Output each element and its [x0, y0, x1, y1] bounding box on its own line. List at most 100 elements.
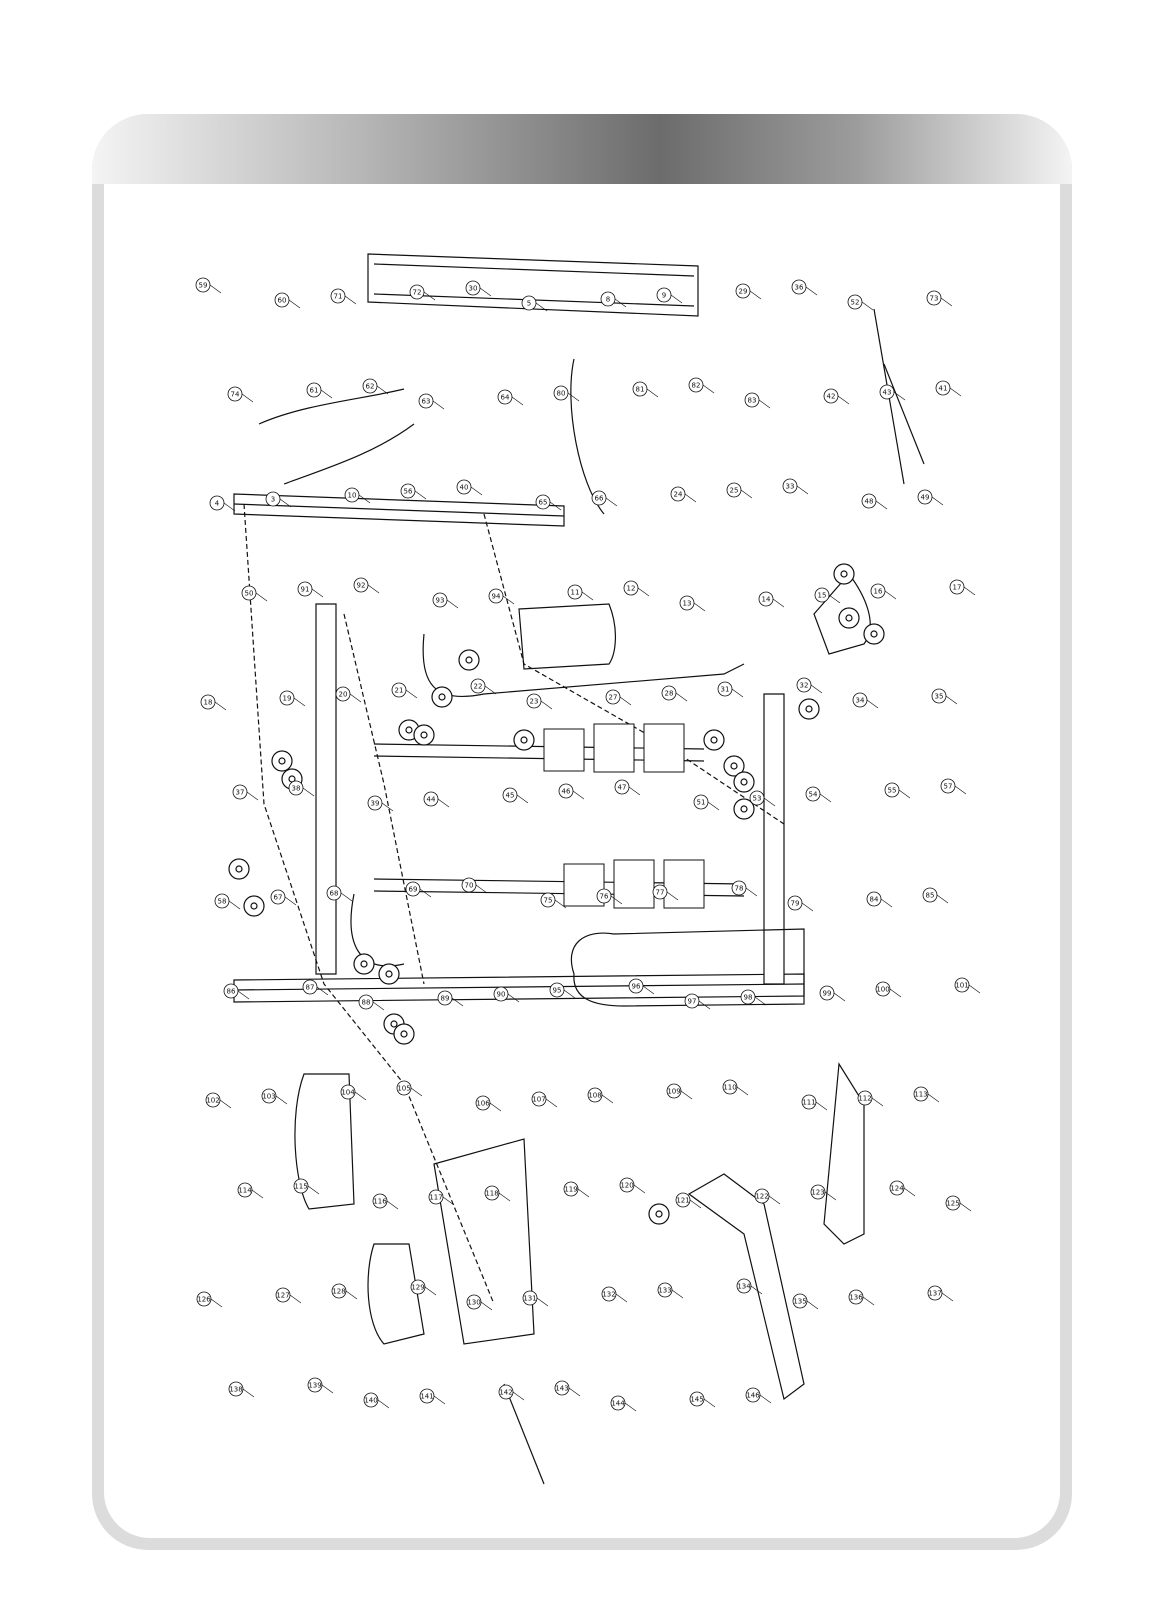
- part-callout: 44: [423, 791, 450, 808]
- part-callout: 133: [657, 1282, 684, 1299]
- part-callout: 16: [870, 583, 897, 600]
- leader-line: [577, 1188, 590, 1198]
- part-callout: 93: [432, 592, 459, 609]
- part-number: 98: [744, 994, 753, 1002]
- part-number: 31: [721, 686, 730, 694]
- part-callout: 140: [363, 1392, 390, 1409]
- callout-circle: [791, 279, 807, 295]
- callout-circle: [801, 1094, 817, 1110]
- part-number: 96: [632, 983, 641, 991]
- leader-line: [931, 496, 944, 506]
- callout-circle: [744, 392, 760, 408]
- callout-circle: [531, 1091, 547, 1107]
- part-number: 64: [501, 394, 510, 402]
- part-callout: 18: [200, 694, 227, 711]
- part-number: 102: [206, 1097, 219, 1105]
- pulley-hub: [740, 805, 748, 813]
- part-callout: 53: [749, 790, 776, 807]
- leader-line: [637, 587, 650, 597]
- leader-line: [866, 699, 879, 709]
- callout-circle: [331, 1283, 347, 1299]
- part-number: 46: [562, 788, 571, 796]
- part-callout: 88: [358, 994, 385, 1011]
- callout-circle: [754, 1188, 770, 1204]
- part-number: 139: [308, 1382, 321, 1390]
- pulley-hub: [465, 656, 473, 664]
- leader-line: [228, 900, 241, 910]
- callout-circle: [935, 380, 951, 396]
- part-callout: 83: [744, 392, 771, 409]
- callout-circle: [498, 1384, 514, 1400]
- part-callout: 99: [819, 985, 846, 1002]
- part-callout: 32: [796, 677, 823, 694]
- callout-circle: [735, 283, 751, 299]
- part-number: 129: [411, 1284, 424, 1292]
- left-upright: [315, 603, 337, 975]
- part-callout: 9: [656, 287, 683, 304]
- callout-circle: [870, 583, 886, 599]
- leader-line: [498, 1192, 511, 1202]
- callout-circle: [335, 686, 351, 702]
- callout-circle: [470, 678, 486, 694]
- leader-line: [806, 1300, 819, 1310]
- stack-upper-b: [593, 723, 635, 773]
- part-number: 146: [746, 1392, 760, 1400]
- leader-line: [805, 286, 818, 296]
- leader-line: [358, 494, 371, 504]
- leader-line: [535, 302, 548, 312]
- callout-circle: [307, 1377, 323, 1393]
- leader-line: [824, 1191, 837, 1201]
- part-number: 120: [620, 1182, 633, 1190]
- part-number: 119: [564, 1186, 577, 1194]
- leg-unit-frame: [687, 1173, 805, 1401]
- leader-line: [581, 591, 594, 601]
- leader-line: [954, 785, 967, 795]
- leader-line: [549, 501, 562, 511]
- part-callout: 55: [884, 782, 911, 799]
- leader-line: [511, 396, 524, 406]
- leader-line: [670, 294, 683, 304]
- part-callout: 135: [792, 1293, 819, 1310]
- part-callout: 124: [889, 1180, 916, 1197]
- seat-pad-upper: [294, 1073, 355, 1210]
- part-callout: 42: [823, 388, 850, 405]
- part-number: 66: [595, 495, 604, 503]
- leader-line: [284, 896, 297, 906]
- callout-circle: [926, 290, 942, 306]
- leader-line: [307, 1185, 320, 1195]
- leader-line: [289, 1294, 302, 1304]
- pulley-hub: [235, 865, 243, 873]
- leader-line: [275, 1095, 288, 1105]
- part-number: 109: [667, 1088, 680, 1096]
- leader-line: [419, 888, 432, 898]
- callout-circle: [475, 1095, 491, 1111]
- part-callout: 59: [195, 277, 222, 294]
- leader-line: [871, 1097, 884, 1107]
- selector-pin: [503, 1383, 545, 1485]
- leader-line: [414, 490, 427, 500]
- part-callout: 37: [232, 784, 259, 801]
- callout-circle: [232, 784, 248, 800]
- leader-line: [763, 797, 776, 807]
- callout-circle: [661, 685, 677, 701]
- part-number: 50: [245, 590, 254, 598]
- callout-circle: [196, 1291, 212, 1307]
- part-callout: 68: [326, 885, 353, 902]
- leader-line: [568, 1387, 581, 1397]
- part-number: 103: [262, 1093, 275, 1101]
- part-number: 52: [851, 299, 860, 307]
- callout-circle: [605, 689, 621, 705]
- callout-circle: [866, 891, 882, 907]
- leader-line: [377, 1399, 390, 1409]
- leader-line: [572, 790, 585, 800]
- leader-line: [214, 701, 227, 711]
- callout-circle: [488, 588, 504, 604]
- part-number: 63: [422, 398, 431, 406]
- part-callout: 3: [265, 491, 292, 508]
- callout-circle: [396, 1080, 412, 1096]
- callout-circle: [418, 393, 434, 409]
- part-callout: 81: [632, 381, 659, 398]
- part-number: 14: [762, 596, 771, 604]
- part-callout: 66: [591, 490, 618, 507]
